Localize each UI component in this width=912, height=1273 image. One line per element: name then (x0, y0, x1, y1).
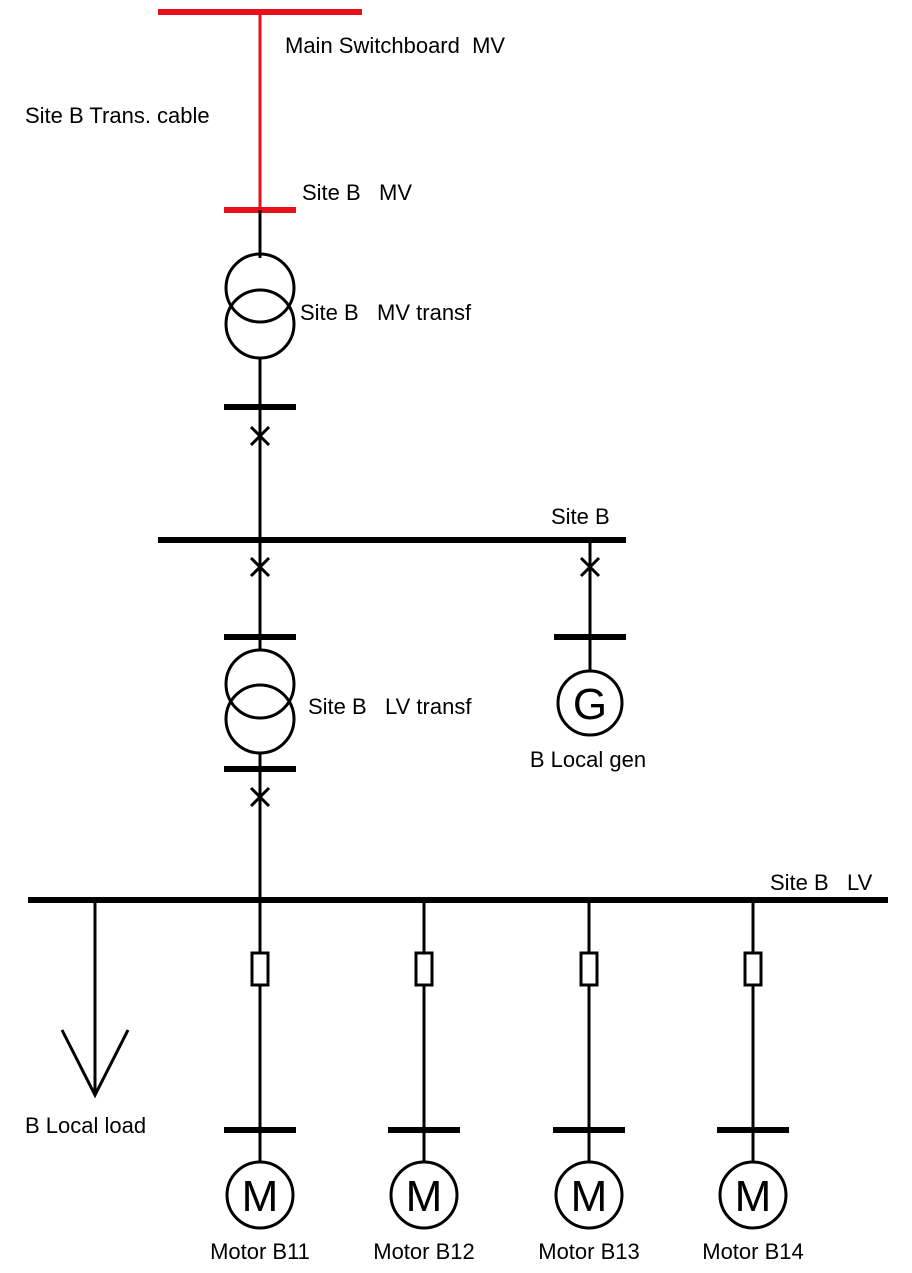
motor-circle-icon (389, 1160, 459, 1230)
motor-circle-icon (554, 1160, 624, 1230)
lv-transf-label: Site B LV transf (308, 694, 472, 719)
main-switchboard-label: Main Switchboard MV (285, 33, 505, 58)
fuse-icon (414, 951, 434, 987)
breaker-generator-cross-icon (579, 556, 601, 578)
motor-label: Motor B14 (702, 1239, 804, 1264)
motor-label: Motor B12 (373, 1239, 475, 1264)
motor-feeder-b11: M Motor B11 (210, 900, 310, 1264)
motor-feeder-b13: M Motor B13 (538, 900, 640, 1264)
motor-label: Motor B13 (538, 1239, 640, 1264)
trans-cable-label: Site B Trans. cable (25, 103, 210, 128)
site-b-mv-label: Site B MV (302, 180, 412, 205)
breaker-busbar-cross-icon (249, 556, 271, 578)
fuse-icon (743, 951, 763, 987)
motor-symbol: M (735, 1172, 772, 1221)
motor-feeder-b12: M Motor B12 (373, 900, 475, 1264)
motor-circle-icon (718, 1160, 788, 1230)
load-arrow-icon (60, 1029, 130, 1099)
lv-transformer-symbol (224, 648, 296, 755)
site-b-bus-label: Site B (551, 504, 610, 529)
motor-feeder-b14: M Motor B14 (702, 900, 804, 1264)
generator-circle-icon (556, 669, 624, 737)
motor-label: Motor B11 (210, 1239, 310, 1264)
fuse-icon (250, 951, 270, 987)
local-load-label: B Local load (25, 1113, 146, 1138)
motor-circle-icon (225, 1160, 295, 1230)
breaker-lv-transf-cross-icon (249, 786, 271, 808)
mv-transf-label: Site B MV transf (300, 300, 472, 325)
mv-transformer-symbol (224, 252, 296, 360)
motor-symbol: M (571, 1172, 608, 1221)
motor-symbol: M (242, 1172, 279, 1221)
breaker-mv-transf-cross-icon (249, 425, 271, 447)
site-b-lv-label: Site B LV (770, 870, 873, 895)
motor-symbol: M (406, 1172, 443, 1221)
local-gen-label: B Local gen (530, 747, 646, 772)
fuse-icon (579, 951, 599, 987)
generator-symbol: G (573, 680, 607, 729)
